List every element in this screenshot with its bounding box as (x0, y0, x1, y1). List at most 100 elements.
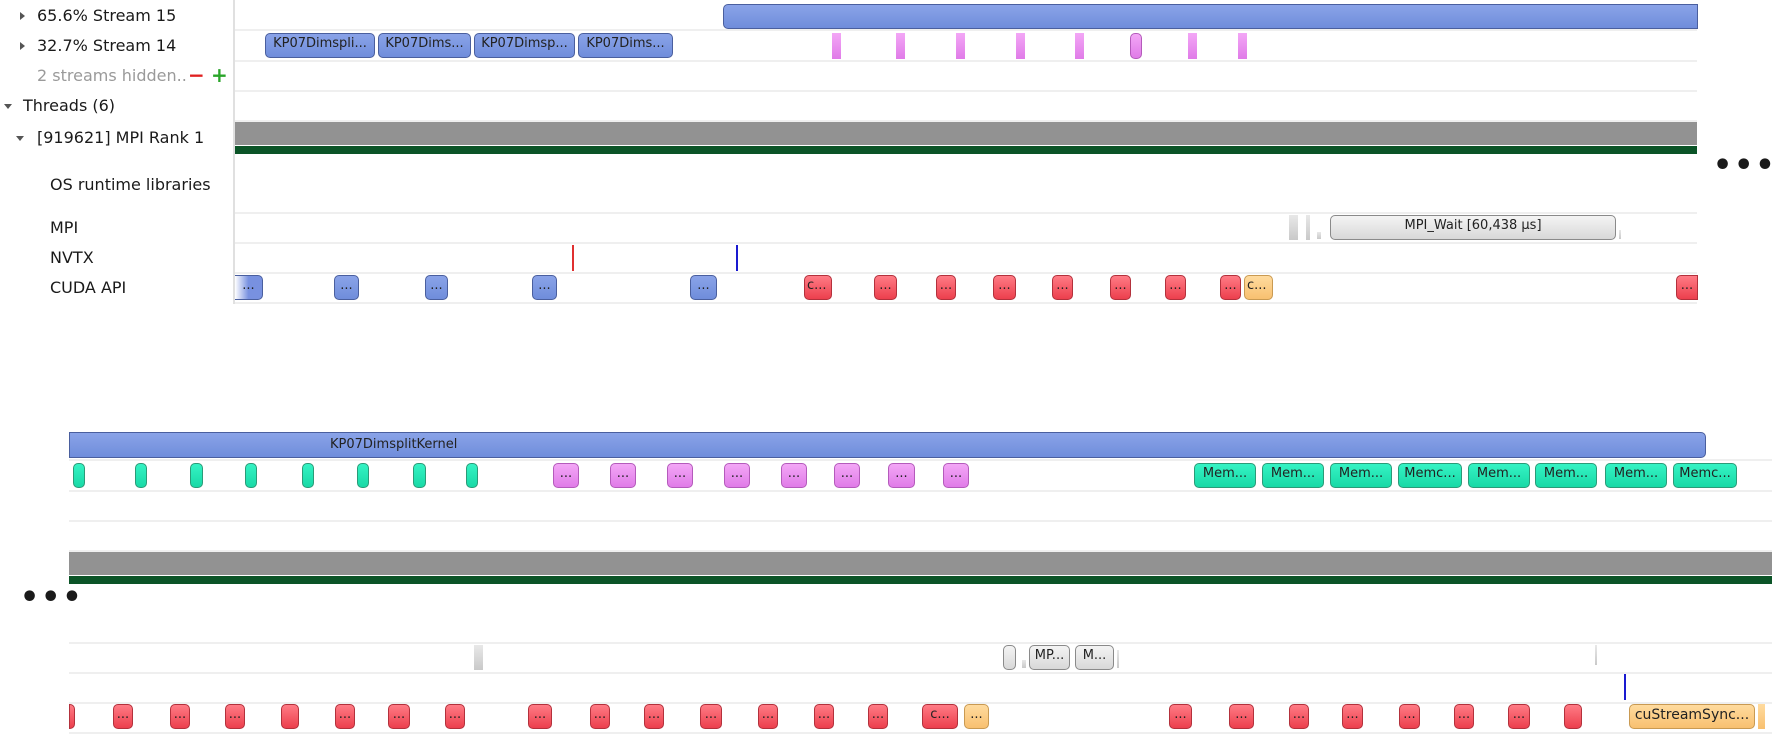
mpi-call-sliver[interactable] (1619, 230, 1621, 239)
memcpy-call[interactable]: Mem... (1194, 463, 1256, 488)
stream14-kernel[interactable]: KP07Dims... (578, 33, 673, 58)
memset-marker[interactable] (1075, 33, 1084, 59)
memset-call[interactable]: ... (553, 463, 579, 488)
memcpy-call[interactable]: Memc... (1673, 463, 1737, 488)
cuda-api-call[interactable]: ... (1454, 704, 1474, 729)
cuda-api-call[interactable]: ... (334, 275, 359, 300)
cuda-api-call[interactable]: ... (758, 704, 778, 729)
cuda-api-call[interactable]: ... (590, 704, 610, 729)
mpi-call-sliver[interactable] (474, 645, 483, 670)
stream15-kernel-bar[interactable]: KP07DimsplitKernel (69, 432, 1706, 458)
memset-call[interactable]: ... (943, 463, 969, 488)
cuda-api-call[interactable]: ... (814, 704, 834, 729)
stream14-kernel[interactable]: KP07Dims... (378, 33, 471, 58)
memcpy-call[interactable]: Memc... (1398, 463, 1462, 488)
memcpy-marker[interactable] (302, 463, 314, 488)
memcpy-marker[interactable] (357, 463, 369, 488)
cuda-api-call[interactable] (281, 704, 299, 729)
memcpy-marker[interactable] (245, 463, 257, 488)
cuda-api-call[interactable]: c... (1244, 275, 1273, 300)
expand-arrow-icon[interactable] (20, 42, 25, 50)
memcpy-marker[interactable] (135, 463, 147, 488)
stream14-kernel[interactable]: KP07Dimspli... (265, 33, 375, 58)
cuda-api-call[interactable]: ... (528, 704, 552, 729)
cuda-api-call[interactable]: ... (868, 704, 888, 729)
cuda-api-call[interactable]: ... (445, 704, 465, 729)
row-label-mpi-rank[interactable]: [919621] MPI Rank 1 (37, 128, 205, 147)
cuda-api-call[interactable]: ... (1676, 275, 1698, 300)
mpi-call[interactable]: MP... (1029, 645, 1070, 670)
cuda-api-call[interactable]: ... (113, 704, 133, 729)
memset-marker[interactable] (1130, 33, 1142, 59)
mpi-call[interactable] (1003, 645, 1016, 670)
cuda-api-call[interactable] (69, 704, 75, 729)
memcpy-marker[interactable] (466, 463, 478, 488)
memset-call[interactable]: ... (888, 463, 915, 488)
cuda-api-call[interactable] (1758, 704, 1765, 729)
remove-stream-icon[interactable]: − (188, 63, 205, 87)
nvtx-marker-red[interactable] (572, 245, 574, 271)
cuda-api-call[interactable]: ... (1229, 704, 1254, 729)
memcpy-call[interactable]: Mem... (1535, 463, 1597, 488)
cuda-stream-sync-call[interactable]: cuStreamSync... (1629, 704, 1755, 729)
cuda-api-call[interactable] (1564, 704, 1582, 729)
mpi-call-sliver[interactable] (1595, 645, 1597, 665)
memcpy-marker[interactable] (413, 463, 426, 488)
memset-marker[interactable] (832, 33, 841, 59)
memcpy-call[interactable]: Mem... (1468, 463, 1530, 488)
thread-utilization-bar[interactable] (235, 122, 1697, 145)
memset-marker[interactable] (896, 33, 905, 59)
mpi-call-sliver[interactable] (1022, 660, 1026, 668)
collapse-arrow-icon[interactable] (4, 104, 12, 109)
cuda-api-call[interactable]: ... (936, 275, 956, 300)
cuda-api-call[interactable]: ... (644, 704, 664, 729)
cuda-api-call[interactable]: ... (1289, 704, 1309, 729)
memset-call[interactable]: ... (781, 463, 807, 488)
thread-state-bar[interactable] (69, 576, 1772, 584)
memset-marker[interactable] (1016, 33, 1025, 59)
mpi-call-sliver[interactable] (1289, 215, 1298, 240)
mpi-call-sliver[interactable] (1306, 215, 1310, 240)
cuda-api-call[interactable]: ... (874, 275, 897, 300)
cuda-api-call[interactable]: ... (1342, 704, 1363, 729)
memset-call[interactable]: ... (667, 463, 693, 488)
cuda-api-call[interactable]: ... (335, 704, 355, 729)
cuda-api-call[interactable]: ... (225, 704, 245, 729)
cuda-api-call[interactable]: ... (964, 704, 989, 729)
stream14-kernel[interactable]: KP07Dimsp... (474, 33, 575, 58)
stream15-kernel-bar[interactable] (723, 4, 1698, 29)
nvtx-marker-blue[interactable] (1624, 674, 1626, 700)
cuda-api-call[interactable]: ... (235, 275, 263, 300)
nvtx-marker-blue[interactable] (736, 245, 738, 271)
cuda-api-call[interactable]: ... (993, 275, 1016, 300)
memset-call[interactable]: ... (724, 463, 750, 488)
cuda-api-call[interactable]: ... (170, 704, 190, 729)
cuda-api-call[interactable]: ... (1110, 275, 1131, 300)
cuda-api-call[interactable]: ... (1169, 704, 1192, 729)
cuda-api-call[interactable]: ... (1220, 275, 1241, 300)
memset-call[interactable]: ... (834, 463, 860, 488)
memcpy-marker[interactable] (73, 463, 85, 488)
memcpy-call[interactable]: Mem... (1262, 463, 1324, 488)
row-label-threads[interactable]: Threads (6) (23, 96, 116, 115)
mpi-call[interactable]: M... (1075, 645, 1114, 670)
cuda-api-call[interactable]: ... (690, 275, 717, 300)
row-label-stream-15[interactable]: 65.6% Stream 15 (37, 6, 177, 25)
cuda-api-call[interactable]: ... (532, 275, 557, 300)
cuda-api-call[interactable]: c... (922, 704, 958, 729)
cuda-api-call[interactable]: ... (1052, 275, 1073, 300)
add-stream-icon[interactable]: + (211, 63, 228, 87)
cuda-api-call[interactable]: ... (1165, 275, 1186, 300)
memset-call[interactable]: ... (610, 463, 636, 488)
mpi-call-sliver[interactable] (1117, 650, 1119, 668)
memcpy-marker[interactable] (190, 463, 203, 488)
expand-arrow-icon[interactable] (20, 12, 25, 20)
collapse-arrow-icon[interactable] (16, 136, 24, 141)
cuda-api-call[interactable]: ... (700, 704, 722, 729)
panel-divider[interactable] (233, 0, 235, 304)
cuda-api-call[interactable]: ... (388, 704, 410, 729)
thread-state-bar[interactable] (235, 146, 1697, 154)
cuda-api-call[interactable]: ... (1399, 704, 1420, 729)
memcpy-call[interactable]: Mem... (1330, 463, 1392, 488)
memset-marker[interactable] (1188, 33, 1197, 59)
